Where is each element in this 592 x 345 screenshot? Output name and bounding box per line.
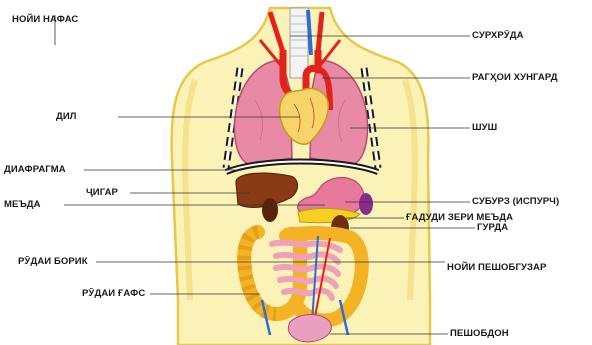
label-pancreas: СУБУРЗ (ИСПУРЧ) — [472, 196, 559, 207]
label-trachea: НОЙИ НАФАС — [12, 14, 78, 25]
label-bladder: ПЕШОБДОН — [450, 328, 509, 339]
label-kidney: ГУРДА — [477, 222, 508, 233]
label-diaphragm: ДИАФРАГМА — [4, 164, 66, 175]
label-lung: ШУШ — [472, 122, 497, 133]
label-ureter: НОЙИ ПЕШОБГУЗАР — [447, 262, 546, 273]
label-stomach: МЕЪДА — [4, 199, 41, 210]
label-vessels: РАГҲОИ ХУНГАРД — [472, 72, 558, 83]
trachea-shape — [290, 8, 308, 78]
label-heart: ДИЛ — [56, 111, 77, 122]
label-liver: ҶИГАР — [86, 187, 118, 198]
label-small-intestine: РӮДАИ БОРИК — [18, 256, 88, 267]
label-aorta: СУРХРӮДА — [472, 30, 524, 41]
label-large-intestine: РӮДАИ ҒАФС — [82, 288, 145, 299]
